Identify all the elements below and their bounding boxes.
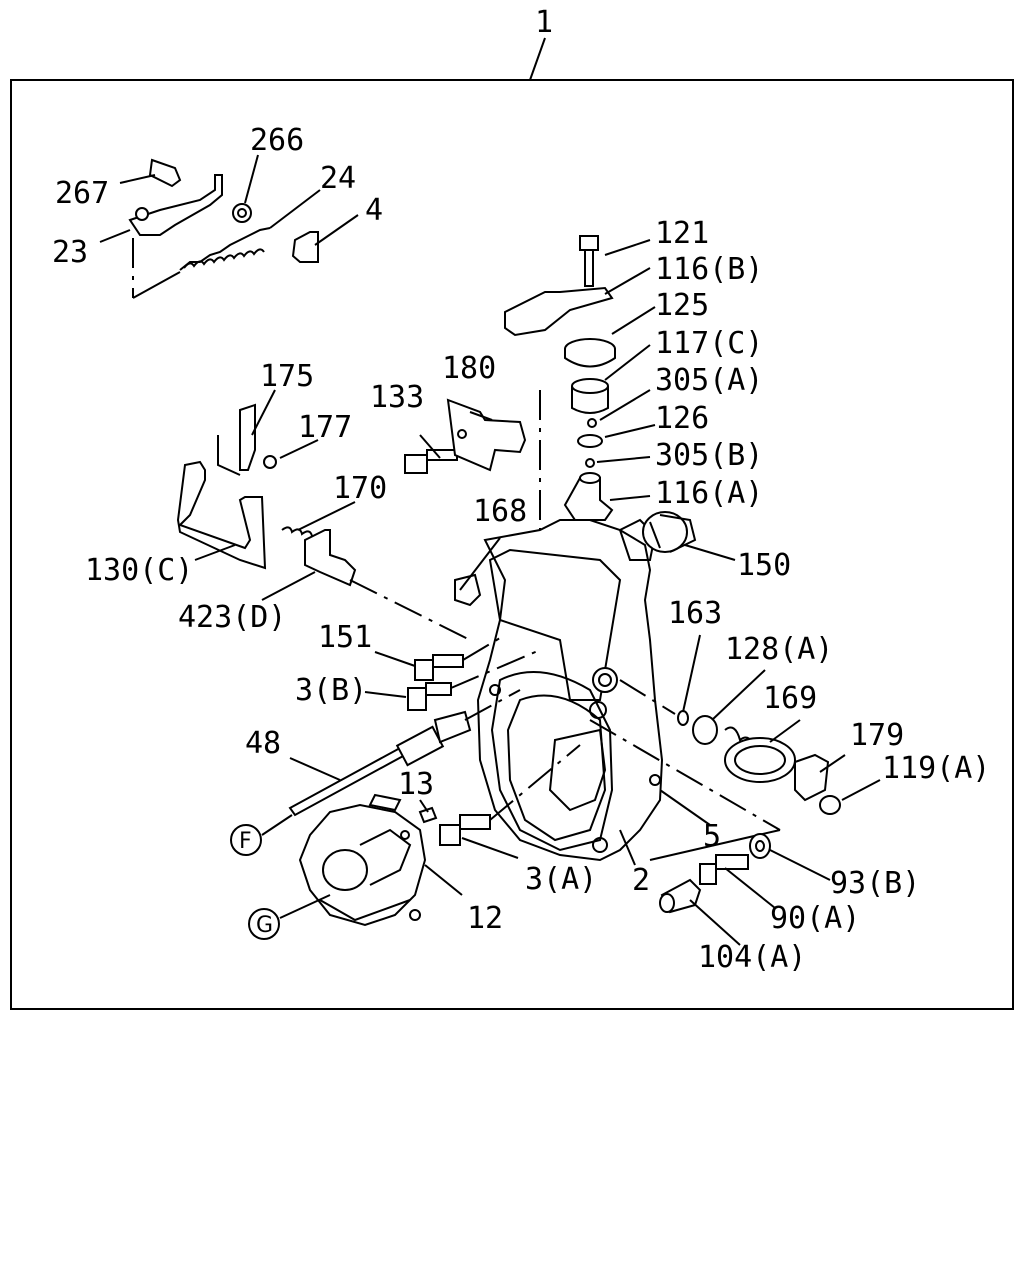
part-group-stack [504,235,616,560]
label-3b: 3(B) [295,673,367,708]
part-key-13 [418,806,438,824]
part-bolts-151-3b [407,637,541,711]
part-cam-12 [298,793,427,927]
label-5: 5 [703,819,721,854]
label-163: 163 [668,596,722,631]
label-119a: 119(A) [882,751,990,786]
part-group-fittings [659,833,771,914]
label-2: 2 [632,863,650,898]
part-labels: 267 266 24 23 4 121 116(B) 125 117(C) 30… [52,123,990,975]
part-shaft-48 [288,689,521,817]
label-128a: 128(A) [725,632,833,667]
label-175: 175 [260,359,314,394]
label-3a: 3(A) [525,862,597,897]
pump-housing [454,518,664,862]
label-169: 169 [763,681,817,716]
label-150: 150 [737,548,791,583]
diagram-frame [10,79,1014,1010]
label-12: 12 [467,901,503,936]
part-plug-150 [642,511,697,553]
label-126: 126 [655,401,709,436]
label-13: 13 [398,767,434,802]
label-170: 170 [333,471,387,506]
label-179: 179 [850,718,904,753]
label-121: 121 [655,216,709,251]
label-305b: 305(B) [655,438,763,473]
part-group-governor-levers [176,403,357,587]
label-180: 180 [442,351,496,386]
label-423d: 423(D) [178,600,286,635]
label-266: 266 [250,123,304,158]
label-177: 177 [298,410,352,445]
label-104a: 104(A) [698,940,806,975]
label-133: 133 [370,380,424,415]
label-125: 125 [655,288,709,323]
label-117c: 117(C) [655,326,763,361]
part-group-bracket [404,398,527,474]
ref-letter-f: F [239,829,252,854]
callout-line-1 [529,37,546,81]
part-group-spring [619,679,841,815]
label-305a: 305(A) [655,363,763,398]
label-48: 48 [245,726,281,761]
label-130c: 130(C) [85,553,193,588]
label-93b: 93(B) [830,866,920,901]
label-116b: 116(B) [655,252,763,287]
label-267: 267 [55,176,109,211]
ref-marker-g: G [248,908,280,940]
label-151: 151 [318,620,372,655]
ref-marker-f: F [230,824,262,856]
label-23: 23 [52,235,88,270]
label-4: 4 [365,193,383,228]
callout-1: 1 [535,5,553,40]
label-168: 168 [473,494,527,529]
label-90a: 90(A) [770,901,860,936]
part-group-linkage [128,158,319,299]
label-24: 24 [320,161,356,196]
ref-letter-g: G [256,913,273,938]
part-bolt-3a [439,744,581,846]
label-116a: 116(A) [655,476,763,511]
